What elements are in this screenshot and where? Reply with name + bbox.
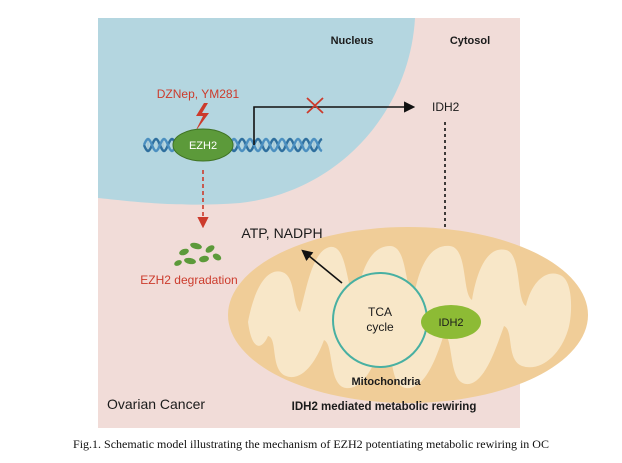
dna-strand — [228, 137, 323, 153]
idh2-protein — [421, 305, 481, 339]
mitochondria-label: Mitochondria — [351, 376, 421, 388]
ezh2-label: EZH2 — [189, 140, 217, 152]
dna-helix — [142, 137, 323, 153]
nucleus-region — [98, 18, 415, 205]
tca-label-line1: TCA — [368, 305, 392, 319]
transcription-arrow — [253, 101, 416, 145]
inhibition-cross-icon — [306, 97, 324, 114]
nucleus-label: Nucleus — [331, 35, 374, 47]
idh2-protein-label: IDH2 — [438, 317, 463, 329]
cytosol-label: Cytosol — [450, 35, 490, 47]
idh2-gene-label: IDH2 — [432, 100, 460, 114]
lightning-bolt-icon — [195, 103, 209, 132]
figure-caption: Fig.1. Schematic model illustrating the … — [73, 437, 549, 451]
bottom-title: IDH2 mediated metabolic rewiring — [292, 401, 477, 413]
output-arrow — [301, 249, 343, 284]
degradation-label: EZH2 degradation — [140, 273, 237, 287]
tca-label-line2: cycle — [366, 320, 394, 334]
degraded-fragments-icon — [174, 242, 222, 266]
dna-strand — [142, 137, 178, 153]
ezh2-protein — [172, 128, 234, 162]
ovarian-cancer-label: Ovarian Cancer — [107, 396, 205, 412]
dna-strand — [228, 137, 323, 153]
atp-nadph-label: ATP, NADPH — [241, 225, 322, 241]
inhibitors-label: DZNep, YM281 — [157, 87, 240, 101]
